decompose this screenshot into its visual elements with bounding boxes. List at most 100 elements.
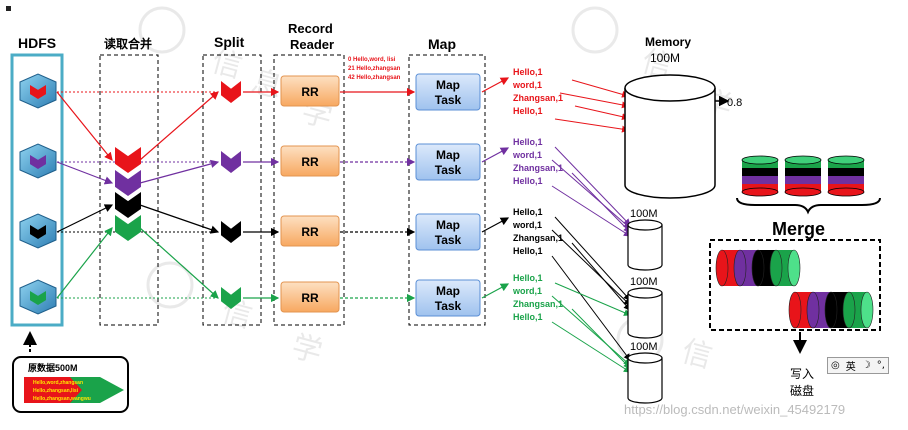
svg-text:学: 学	[288, 330, 326, 370]
ime-logo-icon[interactable]: ◎	[831, 360, 840, 371]
map-output-red-3: Zhangsan,1	[513, 93, 563, 103]
source-line-2: Hello,zhangsan,lisi	[33, 388, 79, 394]
merged-bottom-edge-4	[842, 291, 856, 329]
rr-label-4: RR	[301, 291, 319, 305]
map-box	[408, 54, 486, 326]
link-green-disk-2	[551, 295, 631, 366]
disk-body-1	[627, 225, 663, 271]
link-map-output-red	[481, 77, 510, 93]
spill-3-band-3	[828, 176, 864, 184]
link-red-memory-2	[559, 92, 629, 109]
merge-stack-red	[115, 147, 141, 173]
hdfs-box	[10, 53, 64, 327]
input-line-2: 21 Hello,zhangsan	[348, 66, 401, 72]
link-hdfs-stack-green	[56, 227, 113, 299]
merge-label: Merge	[772, 219, 825, 239]
link-black-disk-2	[551, 229, 631, 306]
link-red-memory-4	[554, 118, 629, 133]
spill-2-band-3	[785, 176, 821, 184]
hdfs-label: HDFS	[18, 35, 56, 51]
rr-box-1	[280, 75, 340, 107]
link-green-disk-3	[571, 308, 631, 369]
memory-size-label: 100M	[650, 51, 680, 65]
merged-bottom-end	[860, 291, 874, 329]
disk-body-3	[627, 358, 663, 404]
spill-2-bottom	[784, 187, 822, 197]
ime-mode[interactable]: 英	[845, 362, 856, 373]
write-label-1: 写入	[790, 367, 814, 381]
spill-1-band-3	[742, 176, 778, 184]
spill-1-bottom	[741, 187, 779, 197]
link-hdfs-stack-black	[56, 204, 114, 233]
map-task-line2-3: Task	[435, 233, 462, 247]
link-hdfs-stack-purple	[56, 161, 114, 185]
input-line-3: 42 Hello,zhangsan	[348, 75, 401, 81]
merged-top-end	[787, 249, 801, 287]
moon-icon[interactable]: ☽	[861, 360, 871, 371]
map-task-line1-4: Map	[436, 284, 460, 298]
corner-marker	[6, 6, 11, 11]
rr-box-4	[280, 281, 340, 313]
rr-label-1: RR	[301, 85, 319, 99]
split-chevron-black	[221, 221, 241, 243]
map-output-purple-3: Zhangsan,1	[513, 163, 563, 173]
merge-stack-black	[115, 192, 141, 218]
spill-1-band-2	[742, 168, 778, 176]
merge-box	[709, 239, 881, 331]
link-stack-split-green	[139, 227, 219, 299]
link-black-disk-1	[554, 216, 631, 301]
map-output-green-1: Hello,1	[513, 273, 543, 283]
merge-brace	[736, 197, 881, 215]
rr-box-2	[280, 145, 340, 177]
spill-1-top	[741, 155, 779, 165]
record-label: Record	[288, 21, 333, 36]
map-task-box-1	[415, 73, 481, 111]
map-task-line1-2: Map	[436, 148, 460, 162]
memory-threshold-label: 0.8	[727, 97, 742, 109]
link-map-output-green	[481, 283, 510, 299]
disk-size-1: 100M	[630, 208, 658, 220]
split-chevron-red	[221, 81, 241, 103]
rr-label-2: RR	[301, 155, 319, 169]
link-purple-disk-3	[571, 172, 631, 233]
map-output-red-1: Hello,1	[513, 67, 543, 77]
link-purple-disk-1	[554, 146, 631, 226]
split-chevron-purple	[221, 151, 241, 173]
disk-top-3	[627, 352, 663, 364]
merged-top-edge-4	[769, 249, 783, 287]
map-task-box-2	[415, 143, 481, 181]
map-task-line2-2: Task	[435, 163, 462, 177]
map-output-red-4: Hello,1	[513, 106, 543, 116]
ime-toolbar[interactable]: ◎ 英 ☽ °,	[827, 357, 889, 374]
link-red-memory-3	[574, 105, 629, 121]
map-output-black-4: Hello,1	[513, 246, 543, 256]
hdfs-block-purple	[30, 155, 46, 169]
reader-label: Reader	[290, 37, 334, 52]
rr-box-3	[280, 215, 340, 247]
map-output-green-4: Hello,1	[513, 312, 543, 322]
merged-top-edge-1	[715, 249, 729, 287]
merge-stack-green	[115, 215, 141, 241]
svg-text:信: 信	[208, 45, 246, 85]
disk-size-3: 100M	[630, 341, 658, 353]
split-label: Split	[214, 34, 245, 50]
spill-3-band-2	[828, 168, 864, 176]
link-purple-disk-2	[551, 159, 631, 229]
map-label: Map	[428, 36, 456, 52]
spill-3-top	[827, 155, 865, 165]
map-output-purple-4: Hello,1	[513, 176, 543, 186]
rr-label-3: RR	[301, 225, 319, 239]
source-line-1: Hello,word,zhangsan	[33, 380, 83, 386]
merged-bottom-edge-3	[824, 291, 838, 329]
link-black-disk-4	[551, 255, 631, 361]
map-output-red-2: word,1	[512, 80, 542, 90]
read-merge-label: 读取合并	[104, 36, 152, 51]
split-chevron-green	[221, 287, 241, 309]
map-output-black-1: Hello,1	[513, 207, 543, 217]
record-reader-box	[273, 54, 345, 326]
hdfs-block-red	[30, 85, 46, 99]
link-red-memory-1	[571, 79, 629, 98]
map-task-box-4	[415, 279, 481, 317]
comma-icon[interactable]: °,	[876, 360, 885, 371]
